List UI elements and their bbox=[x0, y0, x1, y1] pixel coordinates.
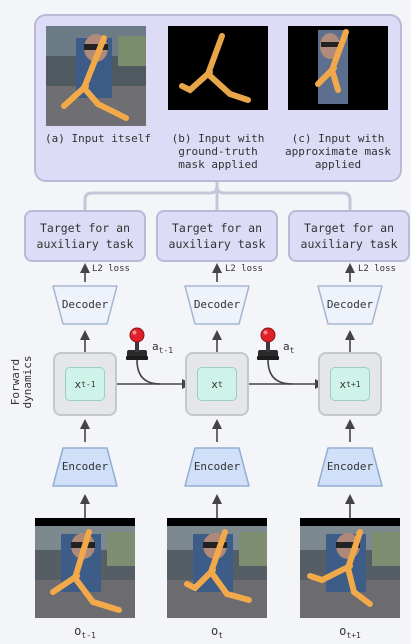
input-itself-image bbox=[46, 26, 146, 126]
encoder-shape-right bbox=[317, 447, 383, 487]
encoder-label-middle: Encoder bbox=[193, 460, 241, 473]
decoder-label-left: Decoder bbox=[61, 298, 109, 311]
observation-image-left bbox=[35, 518, 135, 618]
caption-ground-truth: (b) Input with ground-truth mask applied bbox=[171, 132, 265, 171]
observation-image-middle bbox=[167, 518, 267, 618]
observation-image-right bbox=[300, 518, 400, 618]
approximate-mask-image bbox=[288, 26, 388, 110]
encoder-label-left: Encoder bbox=[61, 460, 109, 473]
arrow-action-2 bbox=[267, 359, 293, 385]
arrow-action-1 bbox=[136, 359, 161, 385]
joystick-icon-2 bbox=[257, 327, 279, 360]
observation-label-right: ot+1 bbox=[339, 624, 361, 640]
observation-label-left: ot-1 bbox=[74, 624, 96, 640]
forward-dynamics-label: Forward dynamics bbox=[9, 355, 34, 409]
decoder-shape-left bbox=[52, 285, 118, 325]
encoder-label-right: Encoder bbox=[326, 460, 374, 473]
loss-label-right: L2 loss bbox=[358, 264, 396, 274]
encoder-shape-left bbox=[52, 447, 118, 487]
joystick-icon-1 bbox=[126, 327, 148, 360]
loss-label-left: L2 loss bbox=[92, 264, 130, 274]
decoder-shape-middle bbox=[184, 285, 250, 325]
loss-label-middle: L2 loss bbox=[225, 264, 263, 274]
caption-approximate-mask: (c) Input with approximate mask applied bbox=[285, 132, 391, 171]
action-label-2: at bbox=[283, 340, 295, 355]
decoder-shape-right bbox=[317, 285, 383, 325]
decoder-label-middle: Decoder bbox=[193, 298, 241, 311]
connector-right bbox=[215, 185, 352, 211]
action-label-1: at-1 bbox=[152, 340, 174, 355]
caption-input-itself: (a) Input itself bbox=[45, 132, 151, 145]
observation-label-middle: ot bbox=[210, 624, 224, 640]
decoder-label-right: Decoder bbox=[326, 298, 374, 311]
encoder-shape-middle bbox=[184, 447, 250, 487]
ground-truth-mask-image bbox=[168, 26, 268, 110]
